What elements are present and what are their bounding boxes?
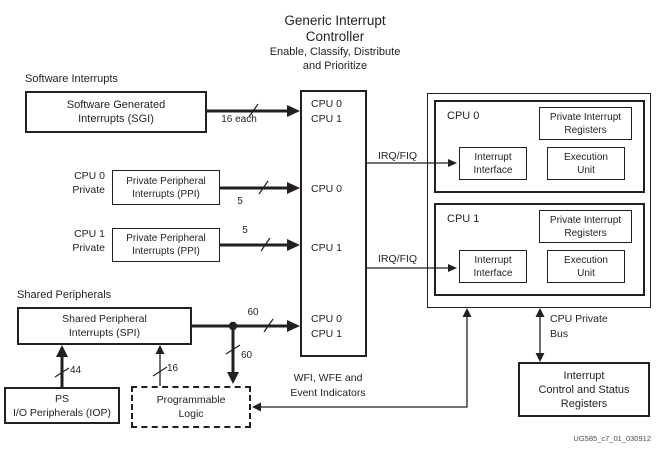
icsr-line2: Control and Status [538,383,630,396]
cpu1-private-interrupt-registers-box: Private Interrupt Registers [539,210,632,243]
pl-to-spi-arrow [152,345,168,386]
gic-row-spi-cpu1: CPU 1 [311,328,342,340]
gic-row-spi-cpu0: CPU 0 [311,313,342,325]
spi-label-line2: Interrupts (SPI) [68,327,141,339]
wfi-event-label-line1: WFI, WFE and [293,372,363,384]
cpu1-box: CPU 1 Private Interrupt Registers Interr… [434,203,645,296]
ppi1-label-line1: Private Peripheral [126,233,206,244]
ppi0-bus-width-label: 5 [237,196,243,207]
spi-to-pl-arrow [225,326,241,384]
spi-bus-arrow [192,318,300,333]
cpu1-execution-unit-box: Execution Unit [547,250,625,283]
figure-id-watermark: UG585_c7_01_030912 [573,434,651,443]
ppi0-label-line1: Private Peripheral [126,175,206,187]
iop-to-spi-arrow [54,345,70,387]
gic-row-sgi-cpu1: CPU 1 [311,113,342,125]
cpu0-box: CPU 0 Private Interrupt Registers Interr… [434,100,645,193]
ppi1-bus-width-label: 5 [242,225,248,236]
cpu-private-bus-label-line2: Bus [550,328,569,340]
gic-distributor-box: CPU 0 CPU 1 CPU 0 CPU 1 CPU 0 CPU 1 [300,90,367,357]
wfi-event-label-line2: Event Indicators [290,387,366,399]
irqfiq-cpu0-label: IRQ/FIQ [378,150,418,162]
ppi0-bus-arrow [220,180,300,195]
cpu0-interrupt-interface-box: Interrupt Interface [459,147,527,180]
sgi-bus-width-label: 16 each [221,114,257,125]
programmable-logic-box: Programmable Logic [131,386,251,428]
ppi1-label-line2: Interrupts (PPI) [132,246,200,257]
cpu-private-bus-arrow [535,308,545,362]
shared-peripherals-label: Shared Peripherals [17,289,112,301]
gic-row-ppi-cpu1: CPU 1 [311,242,342,254]
diagram-subtitle-line1: Enable, Classify, Distribute [269,46,401,58]
gic-row-ppi-cpu0: CPU 0 [311,183,342,195]
icsr-line3: Registers [560,397,608,410]
icsr-box: Interrupt Control and Status Registers [518,362,650,417]
ppi0-label-line2: Interrupts (PPI) [132,188,200,200]
ps-label-line2: I/O Peripherals (IOP) [12,406,112,419]
pl-label-line2: Logic [178,408,204,420]
cpu1-private-label: CPU 1 Private [72,228,105,254]
icsr-line1: Interrupt [563,369,605,382]
ppi1-box: Private Peripheral Interrupts (PPI) [112,228,220,262]
spi-box: Shared Peripheral Interrupts (SPI) [17,307,192,345]
diagram-title-line1: Generic Interrupt [284,13,386,28]
cpu0-name: CPU 0 [447,110,480,122]
sgi-box: Software Generated Interrupts (SGI) [25,91,207,133]
pl-bus-width-label: 16 [167,363,179,374]
diagram-title-line2: Controller [305,29,365,44]
sgi-label-line2: Interrupts (SGI) [78,113,154,125]
spi-label-line1: Shared Peripheral [62,313,147,325]
software-interrupts-label: Software Interrupts [25,73,118,85]
cpu0-execution-unit-box: Execution Unit [547,147,625,180]
sgi-label-line1: Software Generated [66,99,166,111]
cpu1-name: CPU 1 [447,213,480,225]
iop-bus-width-label: 44 [70,365,82,376]
ps-label-line1: PS [54,392,69,405]
cpu1-interrupt-interface-box: Interrupt Interface [459,250,527,283]
gic-row-sgi-cpu0: CPU 0 [311,98,342,110]
ppi1-bus-arrow [220,237,300,252]
ppi0-box: Private Peripheral Interrupts (PPI) [112,170,220,205]
pl-label-line1: Programmable [156,394,226,406]
irqfiq-cpu1-label: IRQ/FIQ [378,253,418,265]
spi-junction-dot [228,321,238,331]
diagram-subtitle-line2: and Prioritize [302,60,368,72]
ps-iop-box: PS I/O Peripherals (IOP) [4,387,120,424]
cpu0-private-interrupt-registers-box: Private Interrupt Registers [539,107,632,140]
cpu0-private-label: CPU 0 Private [72,170,105,196]
spi-pl-bus-width-label: 60 [241,350,253,361]
cpu-private-bus-label-line1: CPU Private [550,313,608,325]
spi-bus-width-label: 60 [247,307,259,318]
